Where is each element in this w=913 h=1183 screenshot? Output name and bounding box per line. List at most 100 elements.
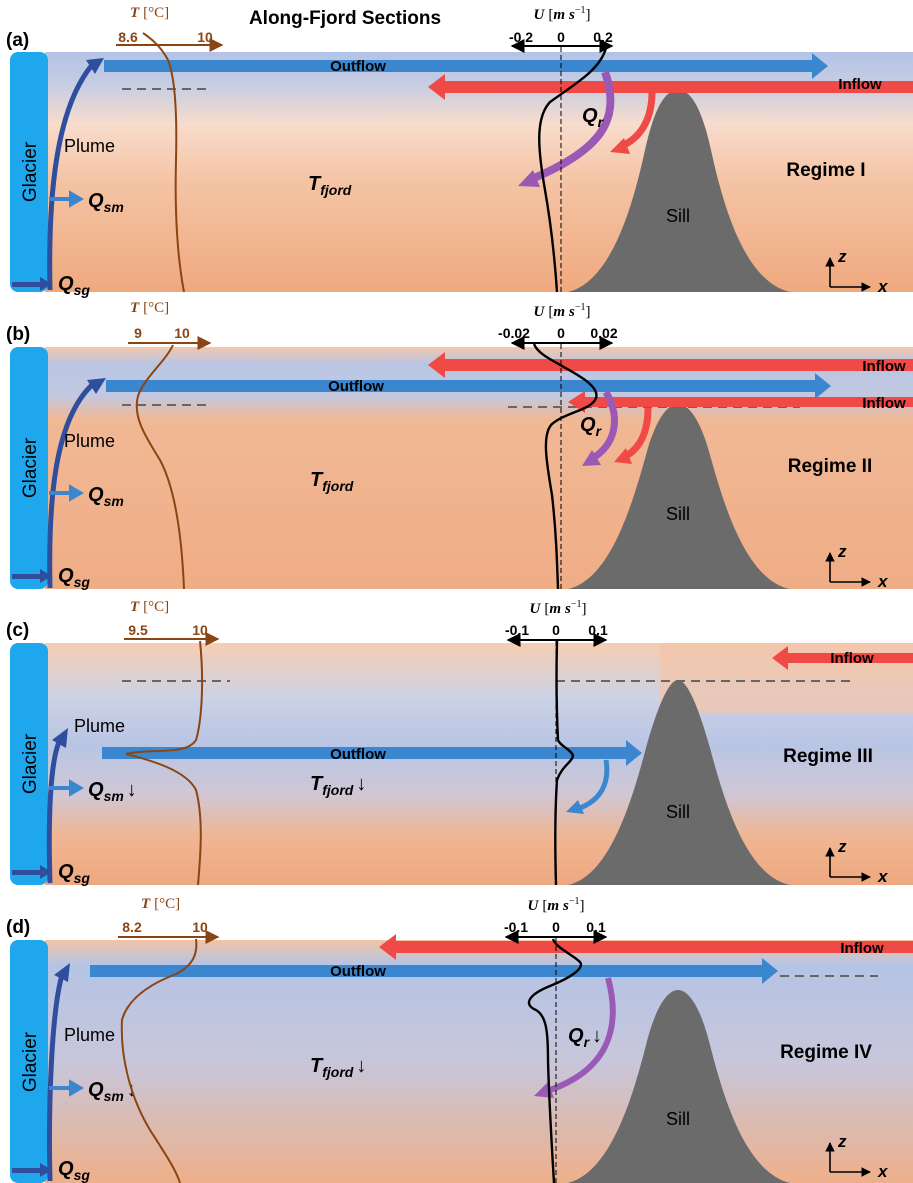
reflux-arrowhead (518, 170, 540, 187)
velocity-min-tick: -0.2 (509, 29, 533, 45)
temperature-min-tick: 8.2 (122, 919, 142, 935)
velocity-zero-tick: 0 (557, 29, 565, 45)
coordinate-indicator: z x (825, 542, 889, 591)
plume-arrowhead (52, 728, 68, 748)
outflow-arrow (90, 958, 778, 984)
velocity-max-tick: 0.02 (590, 325, 617, 341)
sill (568, 90, 790, 292)
axis-x-label: x (877, 867, 889, 886)
coordinate-indicator: z x (825, 1132, 889, 1181)
panel-letter: (a) (6, 30, 29, 51)
glacier (10, 940, 48, 1183)
qsm-label: Qsm↓ (88, 779, 137, 804)
reflux-arrowhead (566, 800, 584, 814)
panel-letter: (c) (6, 620, 29, 641)
plume-arrowhead (87, 378, 106, 394)
velocity-zero-tick: 0 (557, 325, 565, 341)
temperature-min-tick: 8.6 (118, 29, 138, 45)
velocity-max-tick: 0.1 (588, 622, 608, 638)
outflow-label: Outflow (330, 58, 386, 75)
temperature-profile (135, 344, 185, 590)
sill-label: Sill (666, 1109, 690, 1129)
temperature-max-tick: 10 (174, 325, 190, 341)
regime-label: Regime I (786, 160, 865, 181)
outflow-label: Outflow (328, 378, 384, 395)
temperature-axis-title: T[°C] (130, 599, 169, 615)
panel-letter: (d) (6, 917, 30, 938)
velocity-profile (538, 47, 608, 293)
inflow-arrow (428, 74, 913, 100)
inflow-descending-arrowhead (610, 138, 630, 154)
inflow-label: Inflow (840, 940, 884, 957)
sill (568, 404, 790, 589)
water-background (45, 940, 913, 1183)
glacier-label: Glacier (20, 141, 41, 202)
outflow-arrow (104, 53, 828, 79)
velocity-max-tick: 0.1 (586, 919, 606, 935)
inflow-label-lower: Inflow (862, 395, 906, 412)
temperature-min-tick: 9.5 (128, 622, 148, 638)
qsg-label: Qsg (58, 273, 90, 298)
temperature-max-tick: 10 (192, 622, 208, 638)
inflow-label: Inflow (830, 650, 874, 667)
glacier (10, 52, 48, 292)
outflow-arrow (106, 373, 831, 399)
plume-label: Plume (64, 136, 115, 156)
temperature-axis-title: T[°C] (130, 300, 169, 316)
qsg-label: Qsg (58, 861, 90, 886)
axis-z-label: z (837, 1132, 847, 1151)
inflow-label: Inflow (838, 76, 882, 93)
sill-label: Sill (666, 504, 690, 524)
velocity-min-tick: -0.02 (498, 325, 530, 341)
qsg-label: Qsg (58, 565, 90, 590)
axis-z-label: z (837, 837, 847, 856)
plume-label: Plume (64, 1025, 115, 1045)
tfjord-label: Tfjord↓ (310, 773, 366, 798)
qsm-arrow (49, 190, 84, 208)
temperature-profile (120, 938, 198, 1183)
velocity-zero-tick: 0 (552, 919, 560, 935)
qr-label: Qr↓ (568, 1025, 602, 1050)
plume-arrowhead (86, 58, 104, 74)
qr-label: Qr (580, 414, 603, 439)
outflow-label: Outflow (330, 746, 386, 763)
axis-z-label: z (837, 247, 847, 266)
inflow-descending-arrow (624, 407, 652, 460)
sill (568, 680, 790, 885)
qsm-arrow (49, 779, 84, 797)
reflux-arrow (532, 70, 615, 182)
velocity-profile (554, 640, 575, 886)
coordinate-indicator: z x (825, 247, 889, 296)
reflux-arrow (548, 977, 616, 1093)
reflux-arrowhead (582, 450, 601, 466)
inflow-arrow (379, 934, 913, 960)
outflow-label: Outflow (330, 963, 386, 980)
velocity-max-tick: 0.2 (593, 29, 613, 45)
figure-title: Along-Fjord Sections (249, 8, 441, 29)
temperature-axis-title: T[°C] (130, 5, 169, 21)
glacier-label: Glacier (20, 1031, 41, 1092)
qsm-arrow (49, 484, 84, 502)
velocity-zero-tick: 0 (552, 622, 560, 638)
plume-label: Plume (64, 431, 115, 451)
plume-arrow (46, 738, 63, 884)
plume-label: Plume (74, 716, 125, 736)
axis-x-label: x (877, 277, 889, 296)
tfjord-label: Tfjord (308, 173, 352, 198)
temperature-axis-title: T[°C] (141, 896, 180, 912)
outflow-arrow (102, 740, 642, 766)
regime-label: Regime II (788, 456, 872, 477)
glacier-label: Glacier (20, 733, 41, 794)
plume-arrow (47, 974, 65, 1182)
qr-label: Qr (582, 105, 605, 130)
plume-arrowhead (54, 963, 70, 982)
qsg-arrow (12, 569, 52, 583)
plume-arrow (47, 383, 94, 589)
sill (568, 990, 790, 1183)
tfjord-label: Tfjord (310, 469, 354, 494)
velocity-min-tick: -0.1 (505, 622, 529, 638)
temperature-max-tick: 10 (192, 919, 208, 935)
